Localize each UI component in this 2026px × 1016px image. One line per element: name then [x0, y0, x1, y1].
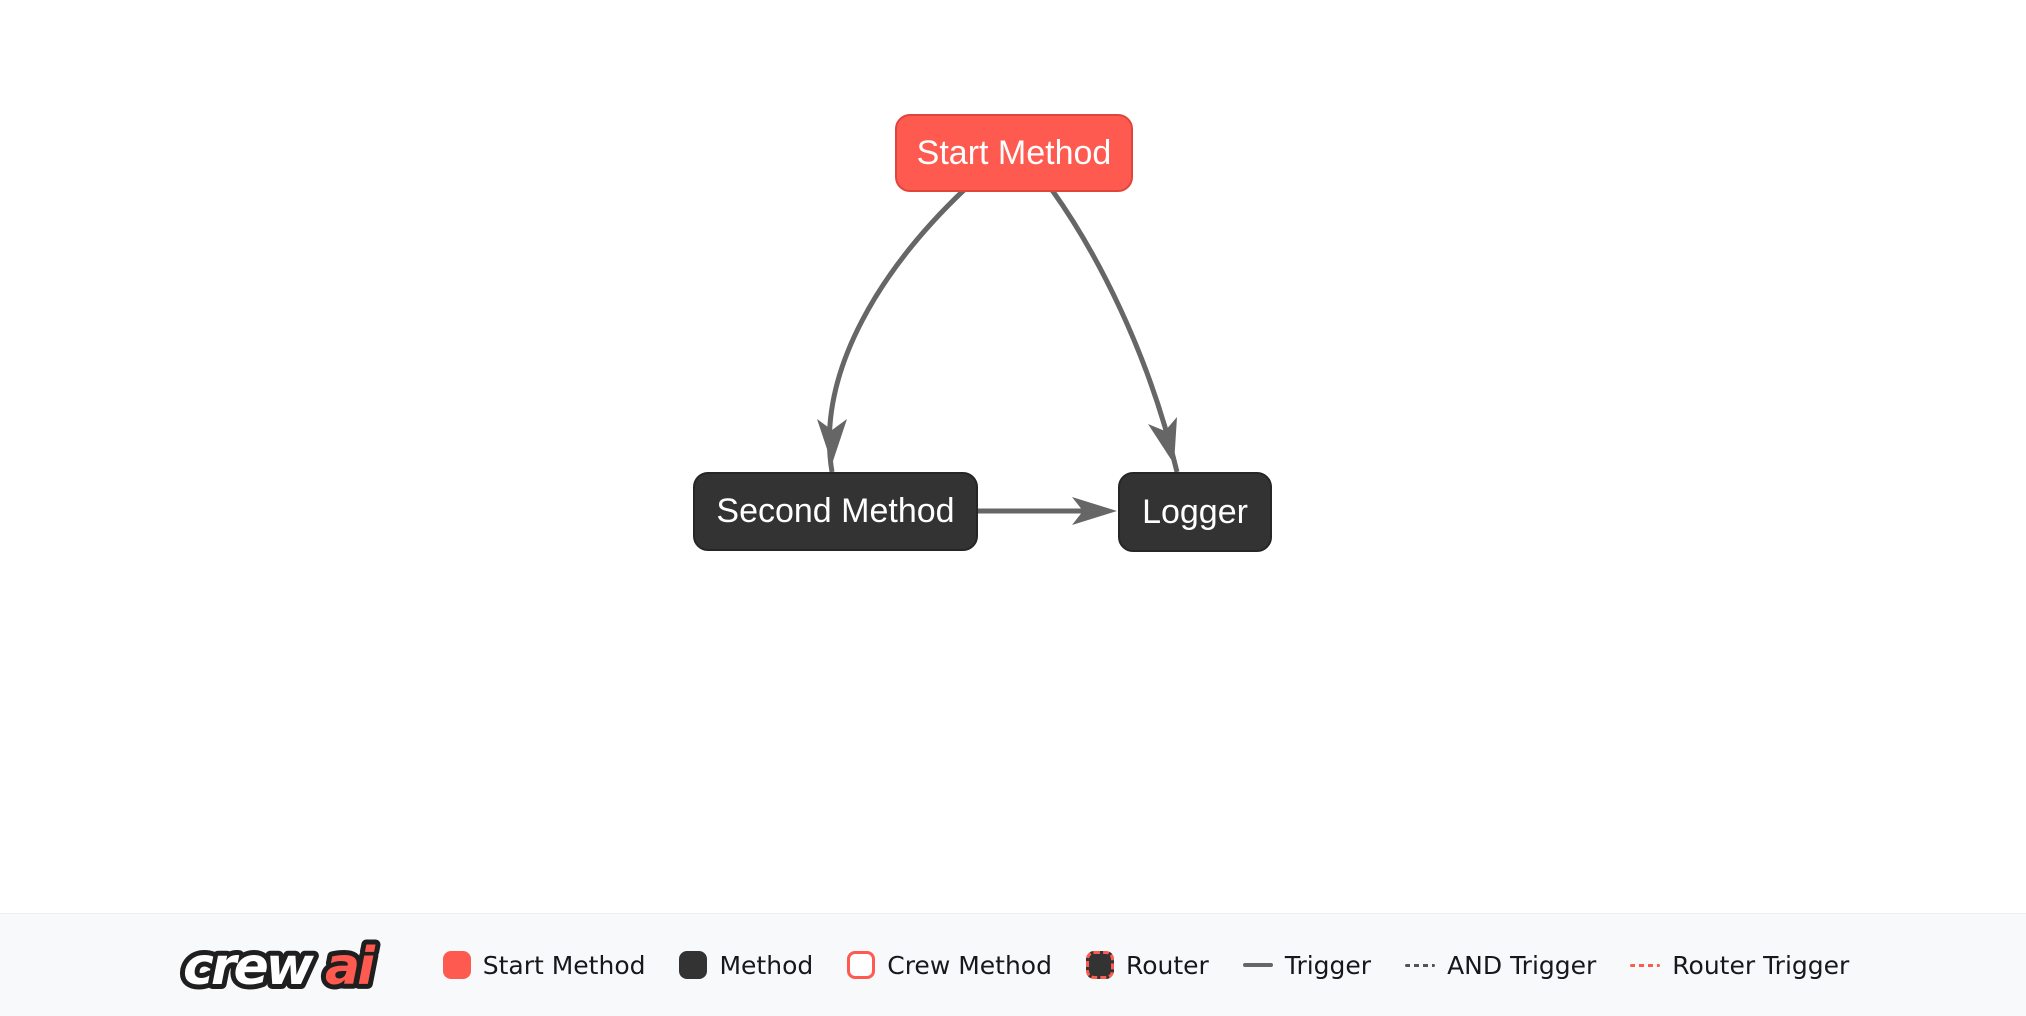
- legend-label: Method: [719, 950, 814, 980]
- node-label: Logger: [1142, 492, 1248, 531]
- crew-method-swatch: [847, 951, 876, 979]
- node-label: Second Method: [716, 492, 955, 530]
- edge-start-to-second-method: [826, 188, 966, 473]
- start-method-swatch: [442, 951, 471, 979]
- arrowhead-start-to-second-method: [817, 419, 847, 464]
- arrowhead-start-to-logger: [1148, 417, 1177, 464]
- router-swatch: [1085, 951, 1114, 979]
- legend-item-crew-method: Crew Method: [847, 951, 1052, 980]
- crewai-logo-crew-text: crew: [183, 937, 315, 997]
- node-logger[interactable]: Logger: [1118, 472, 1272, 552]
- legend-item-router: Router: [1085, 950, 1209, 980]
- arrowhead-second-method-to-logger: [1072, 497, 1117, 525]
- legend-item-and-trigger: AND Trigger: [1405, 951, 1596, 980]
- method-swatch: [679, 951, 708, 979]
- node-second-method[interactable]: Second Method: [693, 472, 978, 551]
- legend-label: Router Trigger: [1672, 950, 1850, 980]
- legend-label: Trigger: [1284, 950, 1372, 980]
- legend-item-trigger: Trigger: [1242, 950, 1372, 980]
- legend-bar: crew ai Start Method Method Crew Method …: [0, 913, 2026, 1016]
- legend-label: Start Method: [482, 950, 646, 980]
- legend-label: Crew Method: [887, 950, 1052, 980]
- legend-item-start-method: Start Method: [442, 950, 646, 980]
- crewai-logo-ai-text: ai: [325, 937, 376, 997]
- and-trigger-line-swatch: [1405, 963, 1436, 967]
- legend-label: AND Trigger: [1447, 950, 1597, 980]
- router-trigger-line-swatch: [1630, 963, 1661, 967]
- node-start-method[interactable]: Start Method: [895, 114, 1133, 192]
- node-label: Start Method: [916, 133, 1112, 172]
- legend-item-router-trigger: Router Trigger: [1630, 951, 1849, 980]
- edge-start-to-logger: [1049, 188, 1180, 473]
- trigger-line-swatch: [1242, 963, 1273, 967]
- crewai-logo: crew ai: [178, 932, 384, 1001]
- legend-label: Router: [1125, 950, 1209, 980]
- legend-item-method: Method: [679, 951, 813, 980]
